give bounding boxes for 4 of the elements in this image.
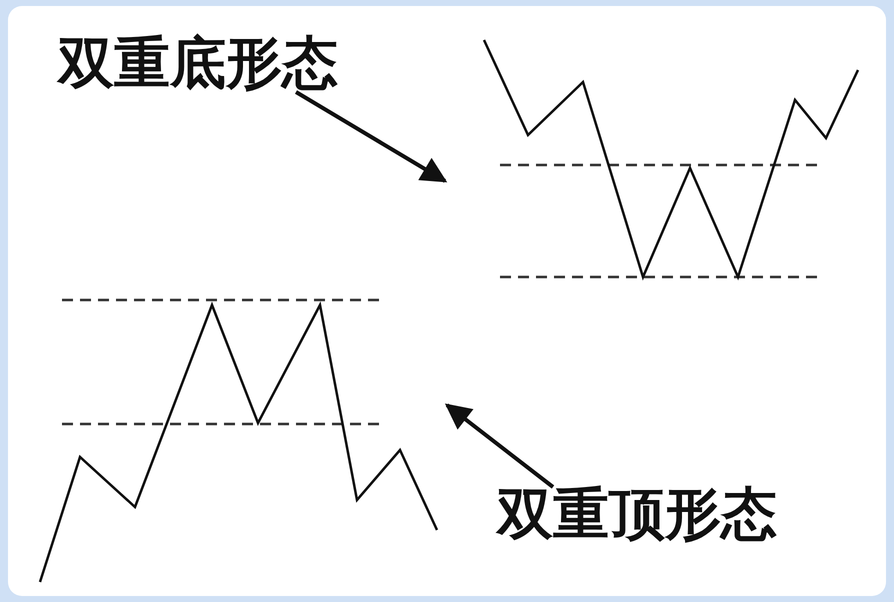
arrow	[444, 404, 554, 489]
pattern-title: 双重底形态	[58, 36, 338, 92]
arrow	[294, 90, 448, 183]
pattern-title: 双重顶形态	[497, 487, 777, 543]
